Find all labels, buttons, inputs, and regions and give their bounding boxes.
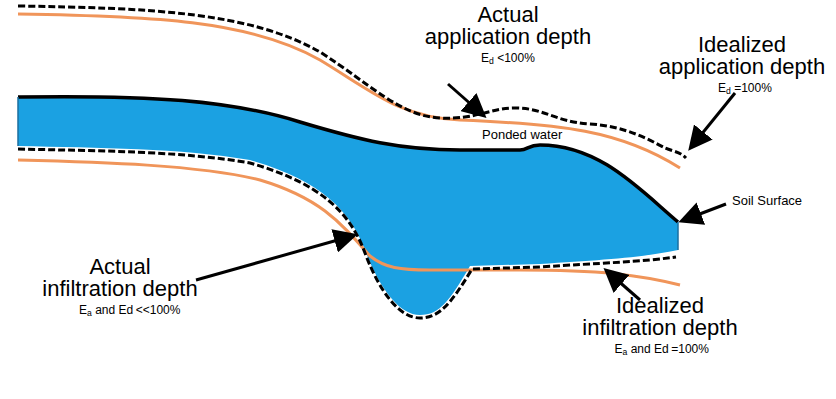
callout-label: Idealized application depth	[657, 34, 828, 78]
efficiency-note: Ea and Ed <<100%	[79, 304, 180, 318]
callout-label: Idealized infiltration depth	[580, 295, 740, 339]
efficiency-note: Ed <100%	[481, 52, 535, 66]
band-edge	[18, 97, 678, 250]
water-label: Ponded water	[482, 128, 562, 141]
efficiency-note: Ed =100%	[718, 82, 772, 96]
pointer-arrows	[196, 84, 735, 300]
surface-label: Soil Surface	[732, 194, 802, 207]
callout-label: Actual application depth	[423, 4, 594, 48]
actual-infiltration-line	[18, 149, 676, 318]
water-surface-line	[18, 97, 678, 222]
efficiency-note: Ea and Ed =100%	[615, 343, 709, 357]
callout-label: Actual infiltration depth	[40, 256, 200, 300]
